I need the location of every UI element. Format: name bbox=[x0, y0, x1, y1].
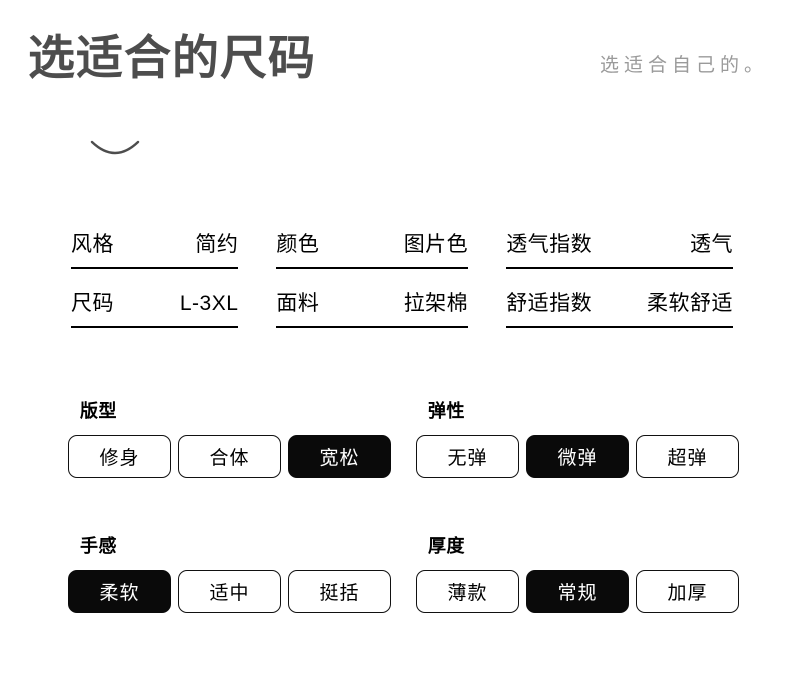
group-label: 弹性 bbox=[428, 401, 465, 421]
option-chip-handfeel-0[interactable]: 柔软 bbox=[68, 570, 171, 613]
group-options: 无弹 微弹 超弹 bbox=[416, 435, 739, 478]
option-chip-fit-1[interactable]: 合体 bbox=[178, 435, 281, 478]
option-chip-handfeel-1[interactable]: 适中 bbox=[178, 570, 281, 613]
spec-label: 颜色 bbox=[276, 233, 320, 256]
option-chip-fit-2[interactable]: 宽松 bbox=[288, 435, 391, 478]
spec-value: 图片色 bbox=[403, 233, 469, 256]
group-label: 厚度 bbox=[428, 536, 465, 556]
spec-item-style: 风格 简约 bbox=[71, 228, 239, 269]
option-groups: 版型 修身 合体 宽松 弹性 无弹 微弹 超弹 手感 柔软 适中 挺括 bbox=[0, 400, 790, 613]
group-options: 柔软 适中 挺括 bbox=[68, 570, 391, 613]
option-chip-handfeel-2[interactable]: 挺括 bbox=[288, 570, 391, 613]
option-chip-elasticity-0[interactable]: 无弹 bbox=[416, 435, 519, 478]
smile-arc-icon bbox=[88, 136, 142, 166]
option-group-elasticity: 弹性 无弹 微弹 超弹 bbox=[416, 400, 739, 478]
spec-table-row: 风格 简约 颜色 图片色 透气指数 透气 bbox=[0, 228, 790, 269]
spec-value: 柔软舒适 bbox=[647, 292, 733, 315]
spec-item-color: 颜色 图片色 bbox=[276, 228, 469, 269]
group-options: 薄款 常规 加厚 bbox=[416, 570, 739, 613]
page-title: 选适合的尺码 bbox=[28, 31, 316, 84]
option-group-row: 手感 柔软 适中 挺括 厚度 薄款 常规 加厚 bbox=[0, 535, 790, 613]
spec-value: L-3XL bbox=[179, 292, 239, 315]
spec-value: 拉架棉 bbox=[403, 292, 469, 315]
option-group-thickness: 厚度 薄款 常规 加厚 bbox=[416, 535, 739, 613]
spec-table: 风格 简约 颜色 图片色 透气指数 透气 尺码 L-3XL 面料 拉架棉 舒适指… bbox=[0, 228, 790, 328]
spec-item-size: 尺码 L-3XL bbox=[71, 287, 239, 328]
page-header: 选适合的尺码 选适合自己的。 bbox=[0, 0, 790, 130]
spec-value: 透气 bbox=[690, 233, 733, 256]
option-chip-thickness-2[interactable]: 加厚 bbox=[636, 570, 739, 613]
spec-label: 风格 bbox=[71, 233, 114, 256]
spec-item-fabric: 面料 拉架棉 bbox=[276, 287, 469, 328]
option-group-row: 版型 修身 合体 宽松 弹性 无弹 微弹 超弹 bbox=[0, 400, 790, 478]
option-chip-thickness-0[interactable]: 薄款 bbox=[416, 570, 519, 613]
group-label: 手感 bbox=[80, 536, 117, 556]
option-group-fit: 版型 修身 合体 宽松 bbox=[68, 400, 391, 478]
spec-item-breathability: 透气指数 透气 bbox=[506, 228, 733, 269]
option-chip-thickness-1[interactable]: 常规 bbox=[526, 570, 629, 613]
spec-table-row: 尺码 L-3XL 面料 拉架棉 舒适指数 柔软舒适 bbox=[0, 287, 790, 328]
spec-label: 透气指数 bbox=[506, 233, 593, 256]
option-chip-elasticity-1[interactable]: 微弹 bbox=[526, 435, 629, 478]
page-subtitle: 选适合自己的。 bbox=[599, 55, 768, 76]
spec-label: 面料 bbox=[276, 292, 320, 315]
spec-item-comfort: 舒适指数 柔软舒适 bbox=[506, 287, 733, 328]
option-chip-elasticity-2[interactable]: 超弹 bbox=[636, 435, 739, 478]
option-chip-fit-0[interactable]: 修身 bbox=[68, 435, 171, 478]
option-group-handfeel: 手感 柔软 适中 挺括 bbox=[68, 535, 391, 613]
group-label: 版型 bbox=[80, 401, 117, 421]
spec-label: 尺码 bbox=[71, 292, 114, 315]
group-options: 修身 合体 宽松 bbox=[68, 435, 391, 478]
spec-value: 简约 bbox=[195, 233, 239, 256]
spec-label: 舒适指数 bbox=[506, 292, 593, 315]
